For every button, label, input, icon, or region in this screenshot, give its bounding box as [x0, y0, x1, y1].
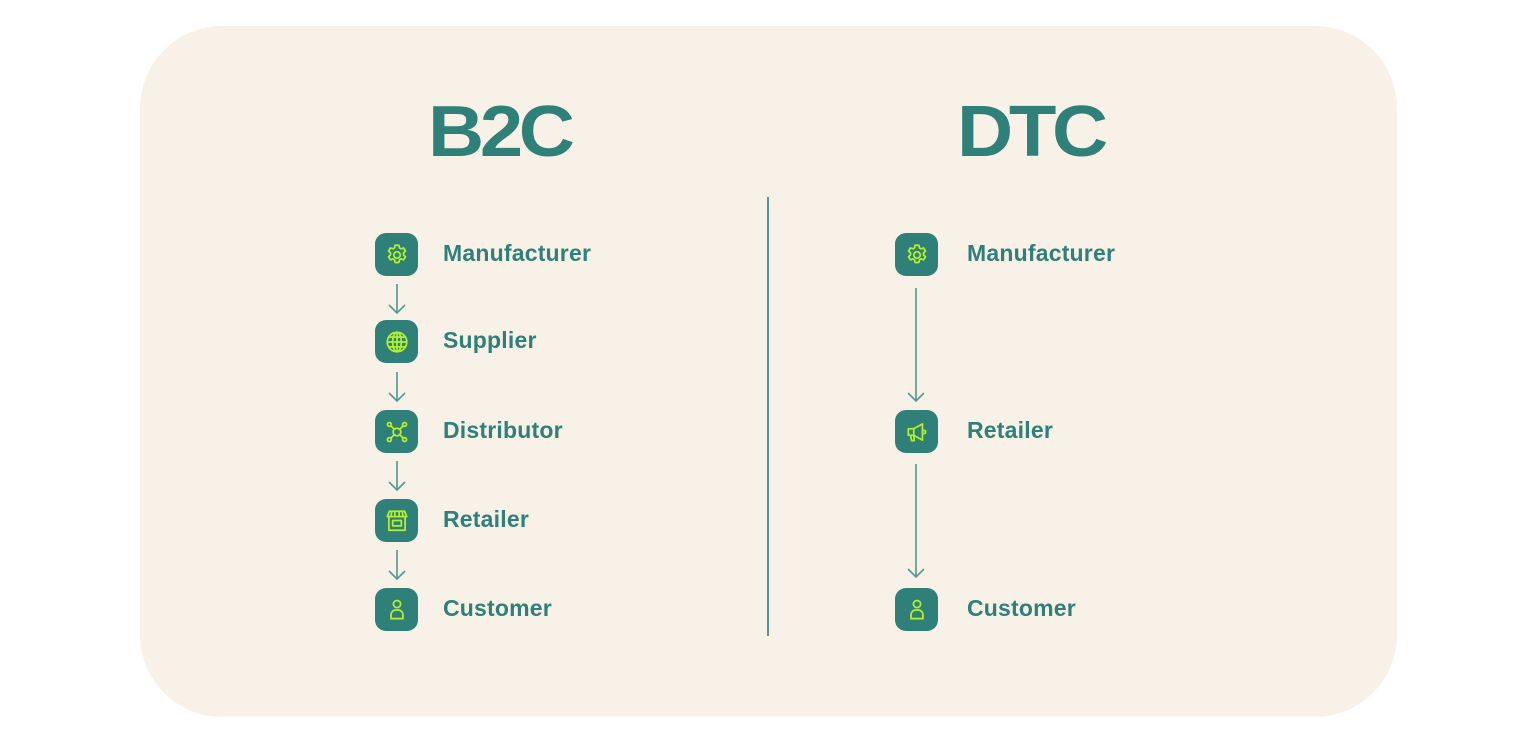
column-divider: [767, 197, 769, 636]
arrow-down-icon: [907, 464, 925, 579]
arrow-down-icon: [388, 372, 406, 403]
step-label: Retailer: [443, 506, 529, 532]
dtc-step-retailer: Retailer: [895, 410, 1053, 453]
dtc-step-manufacturer: Manufacturer: [895, 233, 1115, 276]
step-label: Customer: [443, 595, 552, 621]
b2c-step-customer: Customer: [375, 588, 552, 631]
step-label: Distributor: [443, 417, 563, 443]
arrow-down-icon: [388, 461, 406, 492]
storefront-icon: [375, 499, 418, 542]
arrow-down-icon: [907, 288, 925, 403]
step-label: Retailer: [967, 417, 1053, 443]
arrow-down-icon: [388, 284, 406, 315]
globe-icon: [375, 320, 418, 363]
person-icon: [375, 588, 418, 631]
dtc-title: DTC: [957, 92, 1108, 172]
megaphone-icon: [895, 410, 938, 453]
b2c-step-supplier: Supplier: [375, 320, 536, 363]
arrow-down-icon: [388, 550, 406, 581]
b2c-step-distributor: Distributor: [375, 410, 563, 453]
b2c-step-manufacturer: Manufacturer: [375, 233, 591, 276]
step-label: Supplier: [443, 327, 537, 353]
step-label: Customer: [967, 595, 1076, 621]
person-icon: [895, 588, 938, 631]
b2c-step-retailer: Retailer: [375, 499, 529, 542]
network-icon: [375, 410, 418, 453]
dtc-step-customer: Customer: [895, 588, 1076, 631]
gear-icon: [375, 233, 418, 276]
gear-icon: [895, 233, 938, 276]
step-label: Manufacturer: [443, 240, 592, 266]
step-label: Manufacturer: [967, 240, 1116, 266]
b2c-title: B2C: [428, 92, 575, 172]
